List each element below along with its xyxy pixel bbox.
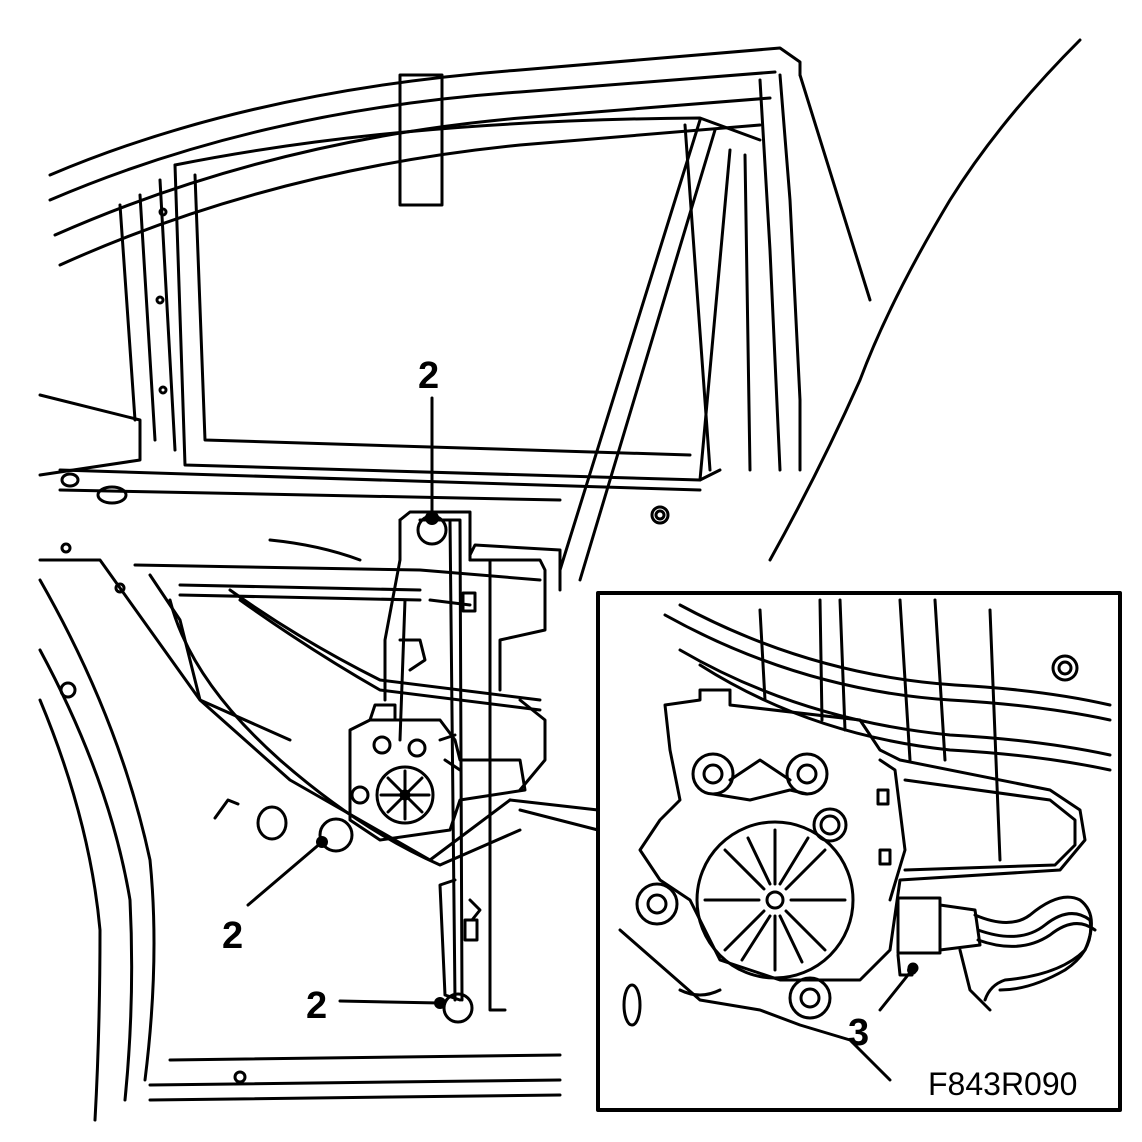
callout-motor-screw: 3 [848, 1012, 869, 1054]
bolt-markers [316, 511, 917, 1009]
inset-leader-upper [508, 798, 600, 812]
figure-id: F843R090 [928, 1066, 1077, 1102]
callout-bolt-upper: 2 [418, 355, 439, 397]
window-regulator-rail [383, 510, 562, 1012]
detail-inset-content [618, 598, 1112, 1082]
callout-bolt-middle: 2 [222, 915, 243, 957]
motor-screw-marker [907, 965, 917, 975]
callout-bolt-lower: 2 [306, 985, 327, 1027]
window-motor-main-view [348, 703, 527, 842]
door-frame [38, 38, 1082, 1122]
cable-harness [133, 538, 547, 867]
leader-bolt-middle [246, 840, 324, 907]
detail-inset-frame [596, 591, 1122, 1112]
leader-motor-screw [878, 968, 914, 1012]
bolt-upper-marker [425, 511, 439, 525]
inset-leader-lower [518, 808, 600, 832]
leader-bolt-lower [338, 999, 442, 1005]
